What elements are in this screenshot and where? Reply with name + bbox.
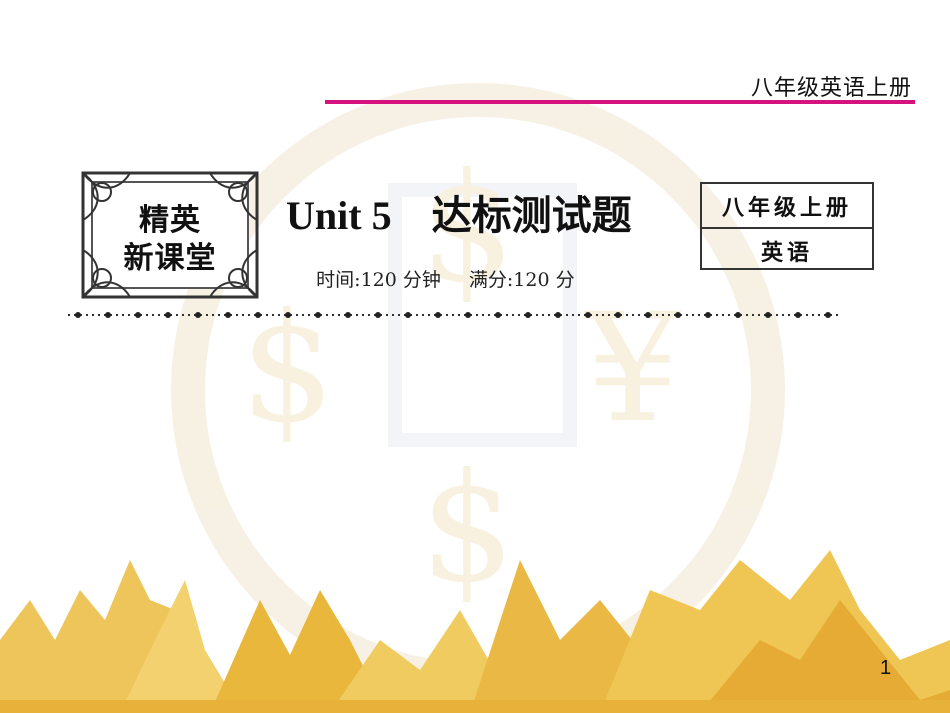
svg-text:¥: ¥ [583,282,681,456]
exam-meta: 时间:120 分钟 满分:120 分 [292,243,603,314]
grade-box-subject: 英语 [760,239,813,266]
svg-text:$: $ [240,282,335,456]
divider-dot [765,312,771,318]
divider-dot [345,312,351,318]
badge-ornament-frame [81,171,259,299]
divider-dot [375,312,381,318]
divider-dot [75,312,81,318]
divider-dot [735,312,741,318]
divider-dot [705,312,711,318]
svg-text:$: $ [420,142,515,316]
divider-dot [255,312,261,318]
divider-dot [615,312,621,318]
svg-text:$: $ [420,442,515,616]
divider-dot [825,312,831,318]
exam-full-score: 满分:120 分 [468,269,575,291]
divider-dot [795,312,801,318]
divider-dot [435,312,441,318]
divider-dot [165,312,171,318]
unit-title: Unit 5 达标测试题 [286,193,632,238]
divider-dot [195,312,201,318]
divider-dot [555,312,561,318]
divider-dot [225,312,231,318]
badge-text-line1: 精英 [139,203,201,238]
divider-dot [285,312,291,318]
divider-dot [495,312,501,318]
exam-time: 时间:120 分钟 [316,269,441,291]
header-subject-title: 八年级英语上册 [750,76,912,101]
golden-mountains [0,550,950,713]
divider-dot [315,312,321,318]
header-accent-rule [325,100,915,104]
divider-dot [585,312,591,318]
divider-dot [135,312,141,318]
page-number: 1 [880,657,892,679]
badge-text-line2: 新课堂 [123,241,217,276]
divider-dot [645,312,651,318]
divider-dot [525,312,531,318]
divider-dot [465,312,471,318]
divider-dot [105,312,111,318]
grade-box-grade: 八年级上册 [702,184,872,229]
divider-dot [675,312,681,318]
dotted-divider [68,312,838,318]
divider-dot [405,312,411,318]
grade-box: 八年级上册 英语 [700,182,874,270]
